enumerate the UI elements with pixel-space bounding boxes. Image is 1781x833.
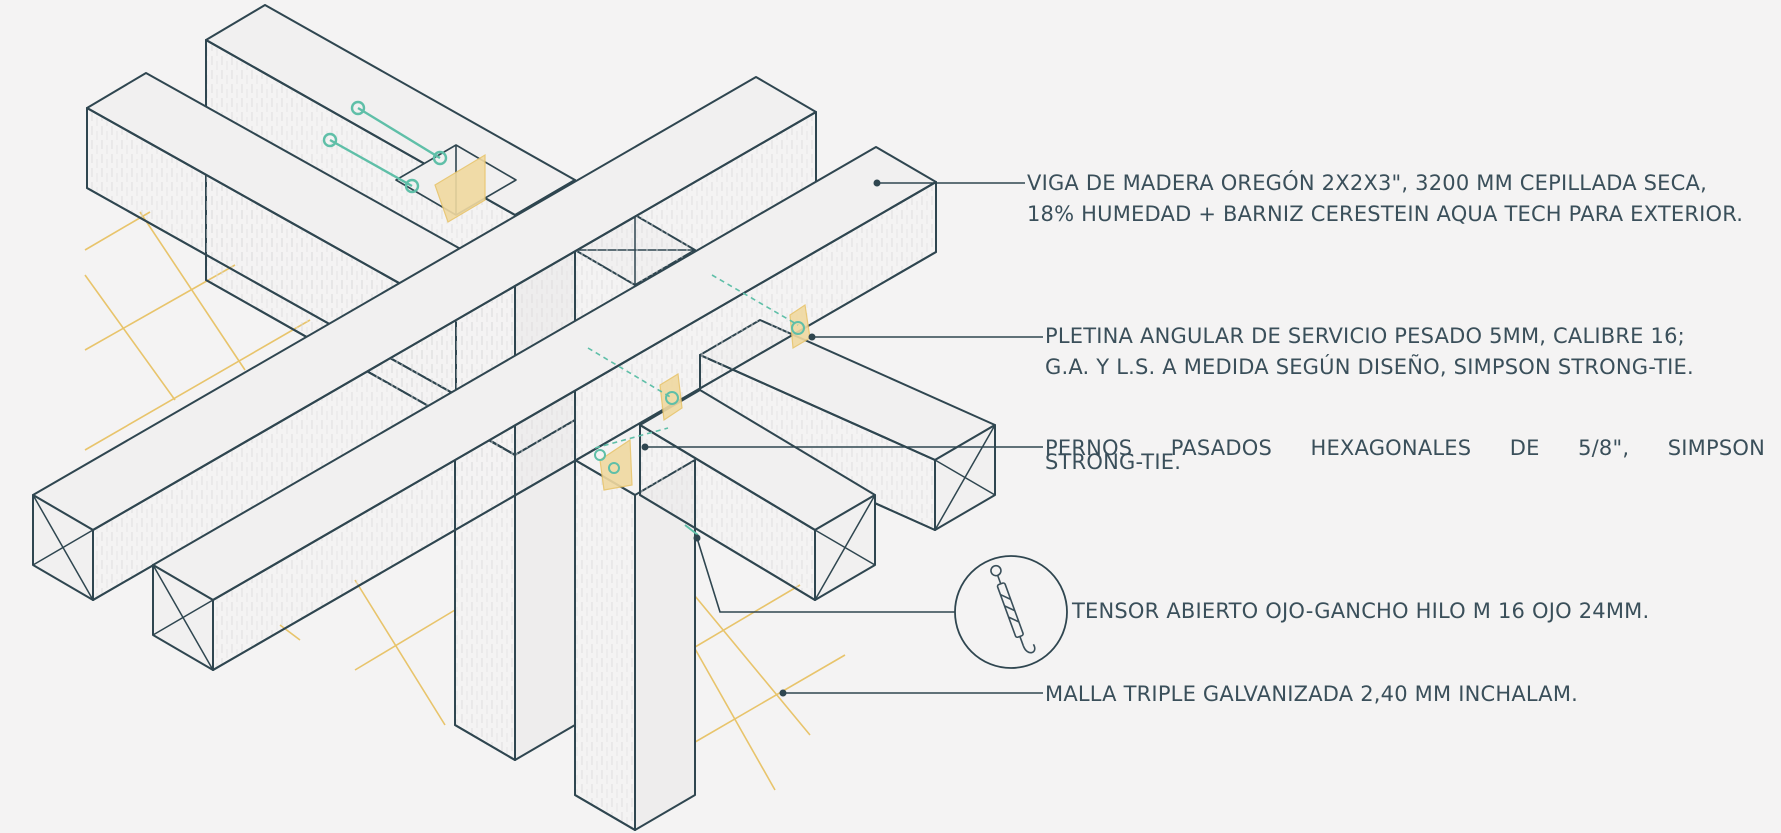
callout-viga: VIGA DE MADERA OREGÓN 2X2X3", 3200 MM CE… [1027, 171, 1744, 226]
callout-tensor: TENSOR ABIERTO OJO-GANCHO HILO M 16 OJO … [1072, 599, 1650, 623]
callout-pletina: PLETINA ANGULAR DE SERVICIO PESADO 5MM, … [1045, 324, 1694, 379]
beam-right-lower-2 [639, 389, 876, 601]
bolt [594, 321, 805, 474]
leader-lines [645, 182, 1043, 694]
callout-pernos: PERNOS PASADOS HEXAGONALES DE 5/8", SIMP… [1045, 436, 1765, 474]
callout-malla: MALLA TRIPLE GALVANIZADA 2,40 MM INCHALA… [1045, 682, 1579, 706]
beam-front-1 [32, 76, 817, 601]
mesh-lines [84, 211, 846, 791]
bolt [322, 100, 448, 194]
bolt [587, 274, 799, 449]
angle-bracket [434, 153, 811, 491]
beam-right-lower-1 [699, 319, 996, 531]
turnbuckle-icon [954, 555, 1068, 669]
beam-front-2 [152, 146, 937, 671]
